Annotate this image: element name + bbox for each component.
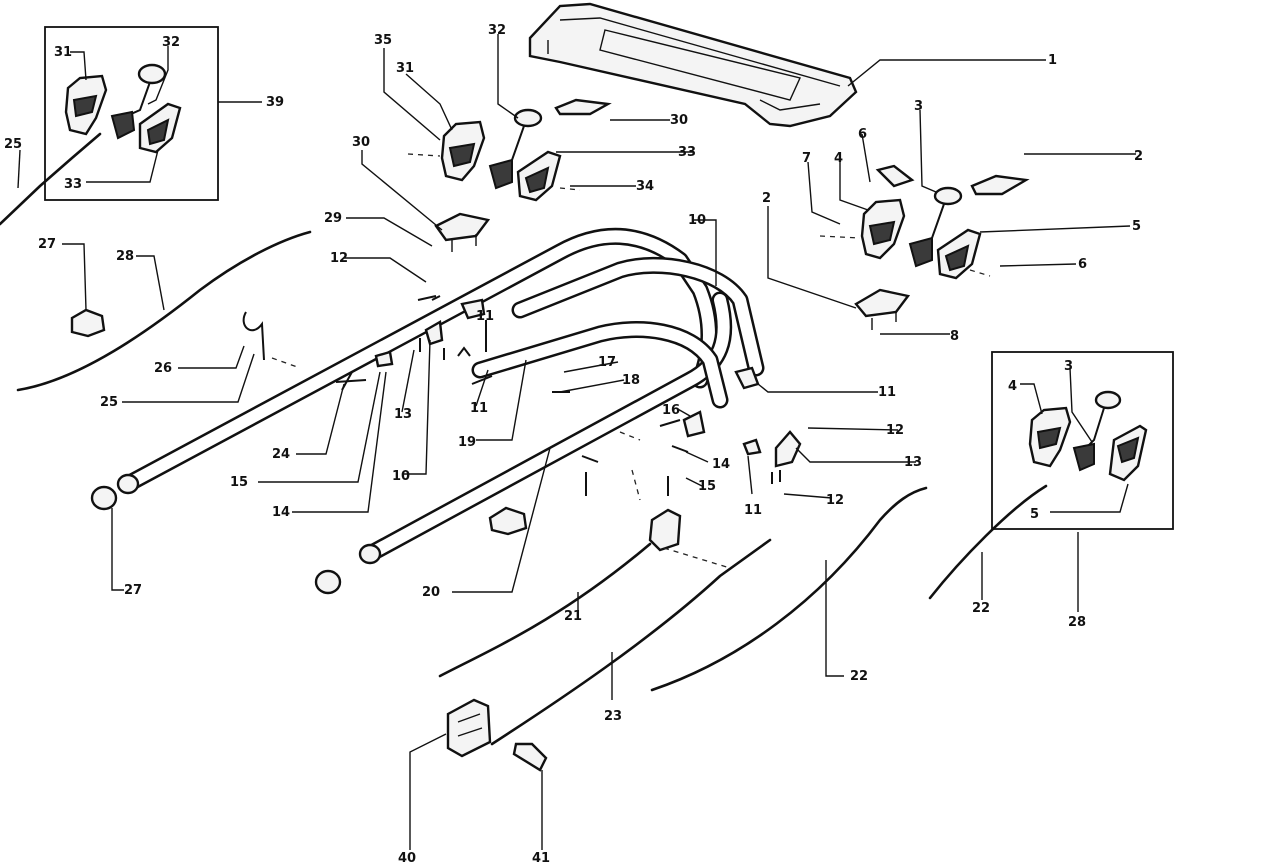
control-cables bbox=[0, 132, 1048, 746]
callout-19: 19 bbox=[458, 435, 476, 450]
callout-labels: 1 2 2 3 3 4 4 5 5 6 6 7 8 10 10 11 11 11… bbox=[4, 23, 1143, 866]
lever-assembly-box-left bbox=[44, 26, 219, 201]
callout-10: 10 bbox=[392, 469, 410, 484]
callout-14: 14 bbox=[712, 457, 730, 472]
callout-11: 11 bbox=[470, 401, 488, 416]
callout-22: 22 bbox=[972, 601, 990, 616]
bracket-clamps bbox=[70, 212, 911, 772]
callout-11: 11 bbox=[878, 385, 896, 400]
callout-18: 18 bbox=[622, 373, 640, 388]
callout-12: 12 bbox=[886, 423, 904, 438]
callout-41: 41 bbox=[532, 851, 550, 866]
callout-31: 31 bbox=[396, 61, 414, 76]
callout-40: 40 bbox=[398, 851, 416, 866]
callout-5: 5 bbox=[1132, 219, 1141, 234]
lever-assembly-box-right bbox=[991, 351, 1174, 530]
callout-10: 10 bbox=[688, 213, 706, 228]
callout-6: 6 bbox=[1078, 257, 1087, 272]
callout-32: 32 bbox=[488, 23, 506, 38]
callout-12: 12 bbox=[826, 493, 844, 508]
callout-13: 13 bbox=[394, 407, 412, 422]
callout-22: 22 bbox=[850, 669, 868, 684]
callout-20: 20 bbox=[422, 585, 440, 600]
callout-31: 31 bbox=[54, 45, 72, 60]
callout-4: 4 bbox=[834, 151, 843, 166]
callout-30: 30 bbox=[670, 113, 688, 128]
callout-4: 4 bbox=[1008, 379, 1017, 394]
callout-14: 14 bbox=[272, 505, 290, 520]
callout-35: 35 bbox=[374, 33, 392, 48]
handle-tubes bbox=[90, 228, 765, 595]
callout-21: 21 bbox=[564, 609, 582, 624]
callout-29: 29 bbox=[324, 211, 342, 226]
callout-39: 39 bbox=[266, 95, 284, 110]
lever-assembly-left bbox=[64, 63, 182, 154]
callout-27: 27 bbox=[38, 237, 56, 252]
callout-23: 23 bbox=[604, 709, 622, 724]
leader-lines bbox=[17, 34, 1136, 850]
callout-11: 11 bbox=[476, 309, 494, 324]
callout-25: 25 bbox=[100, 395, 118, 410]
callout-32: 32 bbox=[162, 35, 180, 50]
callout-16: 16 bbox=[662, 403, 680, 418]
callout-17: 17 bbox=[598, 355, 616, 370]
top-crossbar-part bbox=[528, 2, 858, 128]
lever-assembly-center bbox=[407, 98, 612, 202]
callout-8: 8 bbox=[950, 329, 959, 344]
callout-26: 26 bbox=[154, 361, 172, 376]
callout-34: 34 bbox=[636, 179, 654, 194]
callout-6: 6 bbox=[858, 127, 867, 142]
callout-2: 2 bbox=[1134, 149, 1143, 164]
callout-12: 12 bbox=[330, 251, 348, 266]
callout-2: 2 bbox=[762, 191, 771, 206]
callout-1: 1 bbox=[1048, 53, 1057, 68]
callout-5: 5 bbox=[1030, 507, 1039, 522]
callout-27: 27 bbox=[124, 583, 142, 598]
callout-28: 28 bbox=[1068, 615, 1086, 630]
callout-11: 11 bbox=[744, 503, 762, 518]
callout-33: 33 bbox=[678, 145, 696, 160]
lever-assembly-right bbox=[819, 164, 1030, 280]
callout-28: 28 bbox=[116, 249, 134, 264]
callout-15: 15 bbox=[698, 479, 716, 494]
callout-3: 3 bbox=[1064, 359, 1073, 374]
callout-24: 24 bbox=[272, 447, 290, 462]
callout-15: 15 bbox=[230, 475, 248, 490]
callout-30: 30 bbox=[352, 135, 370, 150]
lever-assembly-boxed-right bbox=[1028, 390, 1148, 482]
callout-3: 3 bbox=[914, 99, 923, 114]
callout-13: 13 bbox=[904, 455, 922, 470]
callout-7: 7 bbox=[802, 151, 811, 166]
callout-25: 25 bbox=[4, 137, 22, 152]
callout-33: 33 bbox=[64, 177, 82, 192]
